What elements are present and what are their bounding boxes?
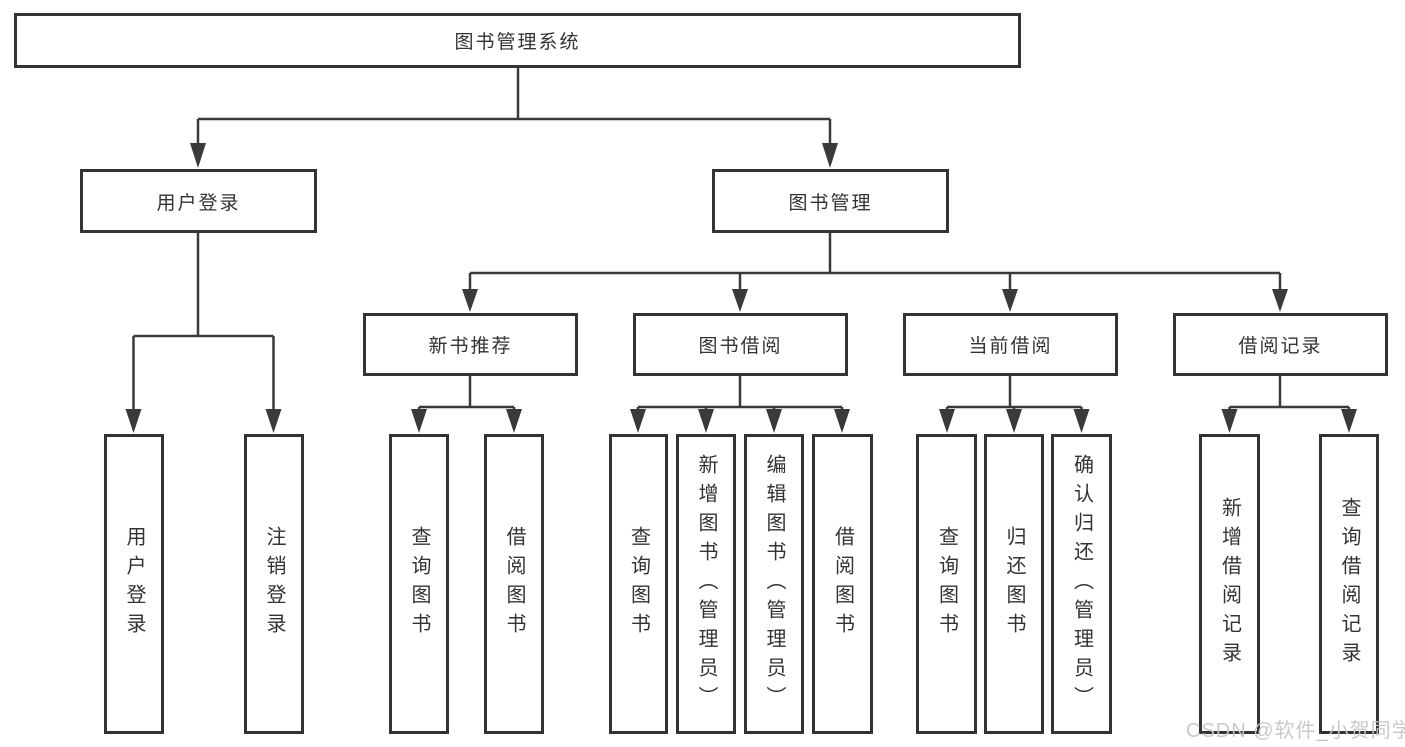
leaf-query-books-3: 查询图书 — [916, 434, 977, 734]
node-new-book-recommend-label: 新书推荐 — [428, 336, 513, 357]
node-new-book-recommend: 新书推荐 — [363, 313, 578, 376]
leaf-query-books-2-label: 查询图书 — [627, 526, 650, 642]
leaf-user-login-label: 用户登录 — [123, 526, 145, 642]
root-node-library-system: 图书管理系统 — [14, 13, 1021, 68]
leaf-add-borrow-record-label: 新增借阅记录 — [1218, 497, 1241, 671]
leaf-confirm-return-admin-label: 确认归还（管理员） — [1070, 453, 1093, 715]
leaf-query-borrow-record-label: 查询借阅记录 — [1338, 497, 1360, 671]
node-borrowing-records: 借阅记录 — [1173, 313, 1388, 376]
leaf-add-books-admin-label: 新增图书（管理员） — [695, 453, 717, 715]
leaf-user-login: 用户登录 — [104, 434, 164, 734]
node-user-login-label: 用户登录 — [156, 192, 241, 214]
node-user-login: 用户登录 — [80, 169, 317, 233]
node-book-borrowing-label: 图书借阅 — [698, 336, 783, 357]
leaf-borrow-books-1: 借阅图书 — [484, 434, 544, 734]
leaf-query-books-1: 查询图书 — [389, 434, 449, 734]
leaf-edit-books-admin-label: 编辑图书（管理员） — [763, 453, 785, 715]
csdn-watermark: CSDN @软件_小贺同学 — [1186, 720, 1405, 742]
leaf-query-books-3-label: 查询图书 — [935, 526, 958, 642]
node-current-borrowing: 当前借阅 — [903, 313, 1118, 376]
leaf-borrow-books-2: 借阅图书 — [812, 434, 873, 734]
node-borrowing-records-label: 借阅记录 — [1238, 336, 1323, 357]
leaf-query-books-1-label: 查询图书 — [408, 526, 430, 642]
leaf-add-borrow-record: 新增借阅记录 — [1199, 434, 1260, 734]
leaf-logout-label: 注销登录 — [263, 526, 285, 642]
leaf-borrow-books-2-label: 借阅图书 — [831, 526, 854, 642]
leaf-borrow-books-1-label: 借阅图书 — [503, 526, 525, 642]
node-book-management-label: 图书管理 — [788, 192, 873, 214]
root-node-label: 图书管理系统 — [454, 32, 581, 53]
node-current-borrowing-label: 当前借阅 — [968, 336, 1053, 357]
leaf-add-books-admin: 新增图书（管理员） — [676, 434, 736, 734]
leaf-edit-books-admin: 编辑图书（管理员） — [744, 434, 804, 734]
node-book-borrowing: 图书借阅 — [633, 313, 848, 376]
leaf-query-borrow-record: 查询借阅记录 — [1319, 434, 1379, 734]
node-book-management: 图书管理 — [712, 169, 949, 233]
leaf-return-books-label: 归还图书 — [1003, 526, 1025, 642]
leaf-confirm-return-admin: 确认归还（管理员） — [1051, 434, 1112, 734]
leaf-logout: 注销登录 — [244, 434, 304, 734]
leaf-query-books-2: 查询图书 — [609, 434, 668, 734]
leaf-return-books: 归还图书 — [984, 434, 1044, 734]
